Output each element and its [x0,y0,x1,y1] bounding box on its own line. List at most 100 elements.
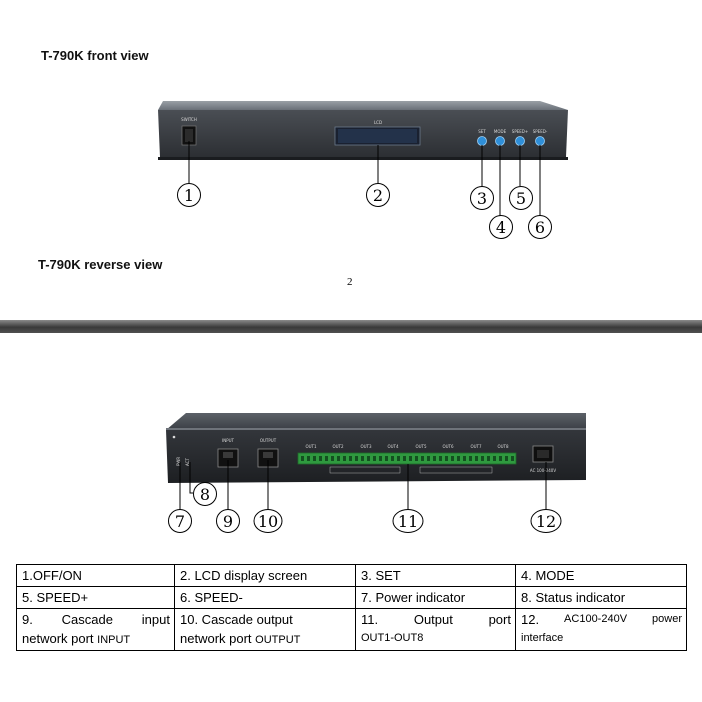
power-led-label: PWR [176,457,181,466]
callout-circle-2 [366,183,390,207]
ac-power-label: AC 100-240V [530,468,556,473]
ac-power-socket-inner [537,450,549,458]
power-switch-rocker [185,129,193,142]
speed-minus-button[interactable] [535,136,545,146]
out1-label: OUT1 [305,444,317,449]
legend-table: 1.OFF/ON 2. LCD display screen 3. SET 4.… [16,564,687,651]
legend-cell-11: 11. Output port OUT1-OUT8 [355,608,516,651]
legend-11-word2: port [488,612,511,627]
callout-number-6: 6 [535,218,545,237]
legend-10-line2: network port [180,631,256,646]
legend-cell-3: 3. SET [355,564,516,587]
mode-button[interactable] [495,136,505,146]
speed-minus-button-label: SPEED- [533,129,548,134]
output-port-socket [263,452,273,458]
callout-number-10: 10 [258,512,278,531]
input-port-socket [223,452,233,458]
legend-11-word1: Output [413,612,453,627]
terminal-screws [301,456,514,461]
legend-cell-5: 5. SPEED+ [16,586,175,609]
power-led [172,435,176,439]
set-button-label: SET [478,129,486,134]
callout-circle-11 [392,509,424,533]
callout-number-1: 1 [184,186,194,205]
input-port-label: INPUT [222,438,235,443]
front-callout-lines [188,141,541,216]
rear-device-edge [166,428,586,430]
legend-cell-10: 10. Cascade output network port OUTPUT [174,608,356,651]
legend-11-number: 11. [361,612,379,627]
output-port-label: OUTPUT [260,438,277,443]
legend-cell-9: 9. Cascade input network port INPUT [16,608,175,651]
callout-circle-8 [193,482,217,506]
set-button[interactable] [477,136,487,146]
status-led-label: ACT [185,458,190,466]
callout-number-11: 11 [398,512,418,531]
legend-cell-12: 12. AC100-240V power interface [515,608,687,651]
lcd-label: LCD [374,120,382,125]
reverse-view-heading: T-790K reverse view [38,257,163,272]
legend-row-1: 1.OFF/ON 2. LCD display screen 3. SET 4.… [16,564,687,587]
out8-label: OUT8 [497,444,509,449]
legend-11-line2: OUT1-OUT8 [361,632,424,644]
callout-number-8: 8 [200,485,210,504]
legend-9-small: INPUT [97,634,131,646]
legend-cell-4: 4. MODE [515,564,687,587]
lcd-display-area [338,129,417,143]
callout-circle-9 [216,509,240,533]
legend-cell-6: 6. SPEED- [174,586,356,609]
legend-cell-1: 1.OFF/ON [16,564,175,587]
legend-12-word2: power [652,613,682,625]
callout-number-2: 2 [373,186,383,205]
legend-9-line2: network port [22,631,98,646]
callout-number-5: 5 [516,189,526,208]
callout-circle-5 [509,186,533,210]
legend-row-2: 5. SPEED+ 6. SPEED- 7. Power indicator 8… [16,586,687,609]
callout-circle-7 [168,509,192,533]
callout-number-7: 7 [175,512,185,531]
legend-9-number: 9. [22,612,33,627]
output-terminal-block[interactable] [297,452,517,465]
page-number: 2 [347,276,353,288]
page-divider [0,320,702,333]
legend-10-line1: 10. Cascade output [180,612,293,627]
callout-circle-6 [528,215,552,239]
legend-12-word1: AC100-240V [564,613,628,625]
out3-label: OUT3 [360,444,372,449]
callout-circle-10 [253,509,283,533]
legend-9-word1: Cascade [61,612,113,627]
rear-device-top [166,413,586,430]
out4-label: OUT4 [387,444,399,449]
legend-9-word2: input [141,612,170,627]
terminal-legend-strips [329,466,493,474]
speed-plus-button-label: SPEED+ [512,129,528,134]
callout-number-9: 9 [223,512,233,531]
callout-number-4: 4 [496,218,506,237]
callout-circle-3 [470,186,494,210]
front-device-bottom-edge [158,157,568,160]
callout-line-8 [189,462,193,494]
rear-device: PWR ACT INPUT OUTPUT OUT1 OUT2 OUT3 OUT4… [166,413,586,483]
speed-plus-button[interactable] [515,136,525,146]
callout-number-3: 3 [477,189,487,208]
out6-label: OUT6 [442,444,454,449]
rear-callout-lines [179,460,547,510]
legend-row-3: 9. Cascade input network port INPUT 10. Ca… [16,608,687,651]
callout-number-12: 12 [536,512,556,531]
callout-circle-4 [489,215,513,239]
legend-12-number: 12. [521,612,540,627]
mode-button-label: MODE [494,129,507,134]
legend-cell-8: 8. Status indicator [515,586,687,609]
legend-12-line2: interface [521,632,564,644]
out7-label: OUT7 [470,444,482,449]
callout-circle-12 [530,509,562,533]
legend-10-small: OUTPUT [255,634,301,646]
front-view-heading: T-790K front view [41,48,149,63]
front-device-top [158,101,568,110]
out5-label: OUT5 [415,444,427,449]
switch-label: SWITCH [181,117,197,122]
callout-circle-1 [177,183,201,207]
front-device: SWITCH LCD SET MODE SPEED+ SPEED- [158,101,568,160]
legend-cell-7: 7. Power indicator [355,586,516,609]
